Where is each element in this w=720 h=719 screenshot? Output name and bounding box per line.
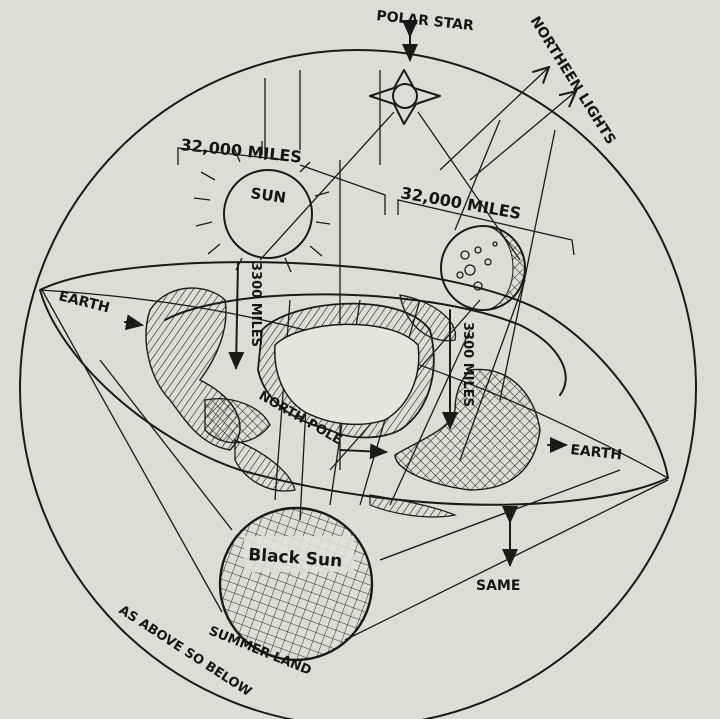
distance-left-label: 32,000 MILES [180,135,303,167]
height-sun-label: 3300 MILES [248,262,263,347]
earth-arrows [124,314,568,460]
north-pole-hole [257,302,435,439]
height-moon-label: 3300 MILES [460,322,475,407]
black-sun [218,506,374,662]
continents [145,287,541,518]
polar-star-label: POLAR STAR [376,8,475,34]
polar-star [259,20,521,261]
sun [193,141,331,273]
distance-brackets [177,147,575,256]
moon [440,225,526,311]
northern-lights-arrows [439,68,575,181]
outer-sphere [19,49,697,719]
height-arrows [228,261,518,567]
inner-rim [164,293,567,396]
same-label: SAME [476,578,520,594]
sun-label: SUN [249,184,287,207]
earth-left-label: EARTH [57,288,111,316]
earth-right-label: EARTH [570,442,623,463]
